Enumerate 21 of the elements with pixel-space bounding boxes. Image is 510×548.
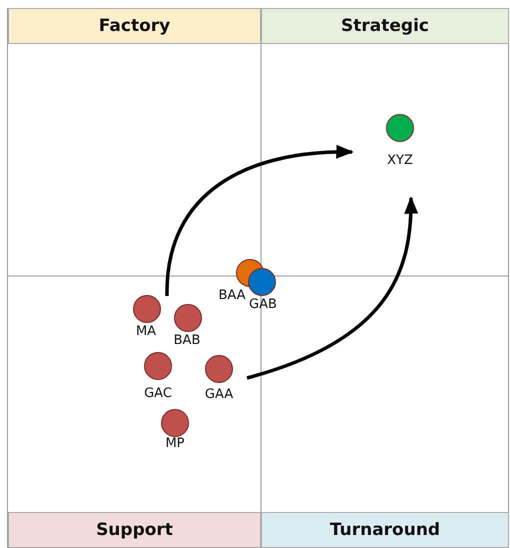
point-label: GAA bbox=[204, 388, 234, 401]
curved-arrow bbox=[246, 196, 418, 380]
point-label: MP bbox=[165, 437, 185, 450]
quadrant-header: Strategic bbox=[261, 8, 509, 44]
point-label: MA bbox=[136, 325, 156, 338]
circle-marker bbox=[386, 114, 414, 142]
curved-arrow bbox=[165, 145, 354, 296]
circle-marker bbox=[133, 295, 161, 323]
circle-marker bbox=[248, 268, 276, 296]
quadrant-header: Support bbox=[8, 512, 261, 548]
circle-marker bbox=[205, 355, 233, 383]
quadrant-header: Factory bbox=[8, 8, 261, 44]
point-label: BAB bbox=[174, 334, 200, 347]
circle-marker bbox=[144, 352, 172, 380]
circle-marker bbox=[161, 409, 189, 437]
point-label: GAC bbox=[144, 387, 172, 400]
point-label: BAA bbox=[218, 289, 246, 302]
point-label: GAB bbox=[249, 298, 277, 311]
quadrant-header: Turnaround bbox=[261, 512, 509, 548]
point-label: XYZ bbox=[387, 154, 413, 167]
circle-marker bbox=[174, 304, 202, 332]
